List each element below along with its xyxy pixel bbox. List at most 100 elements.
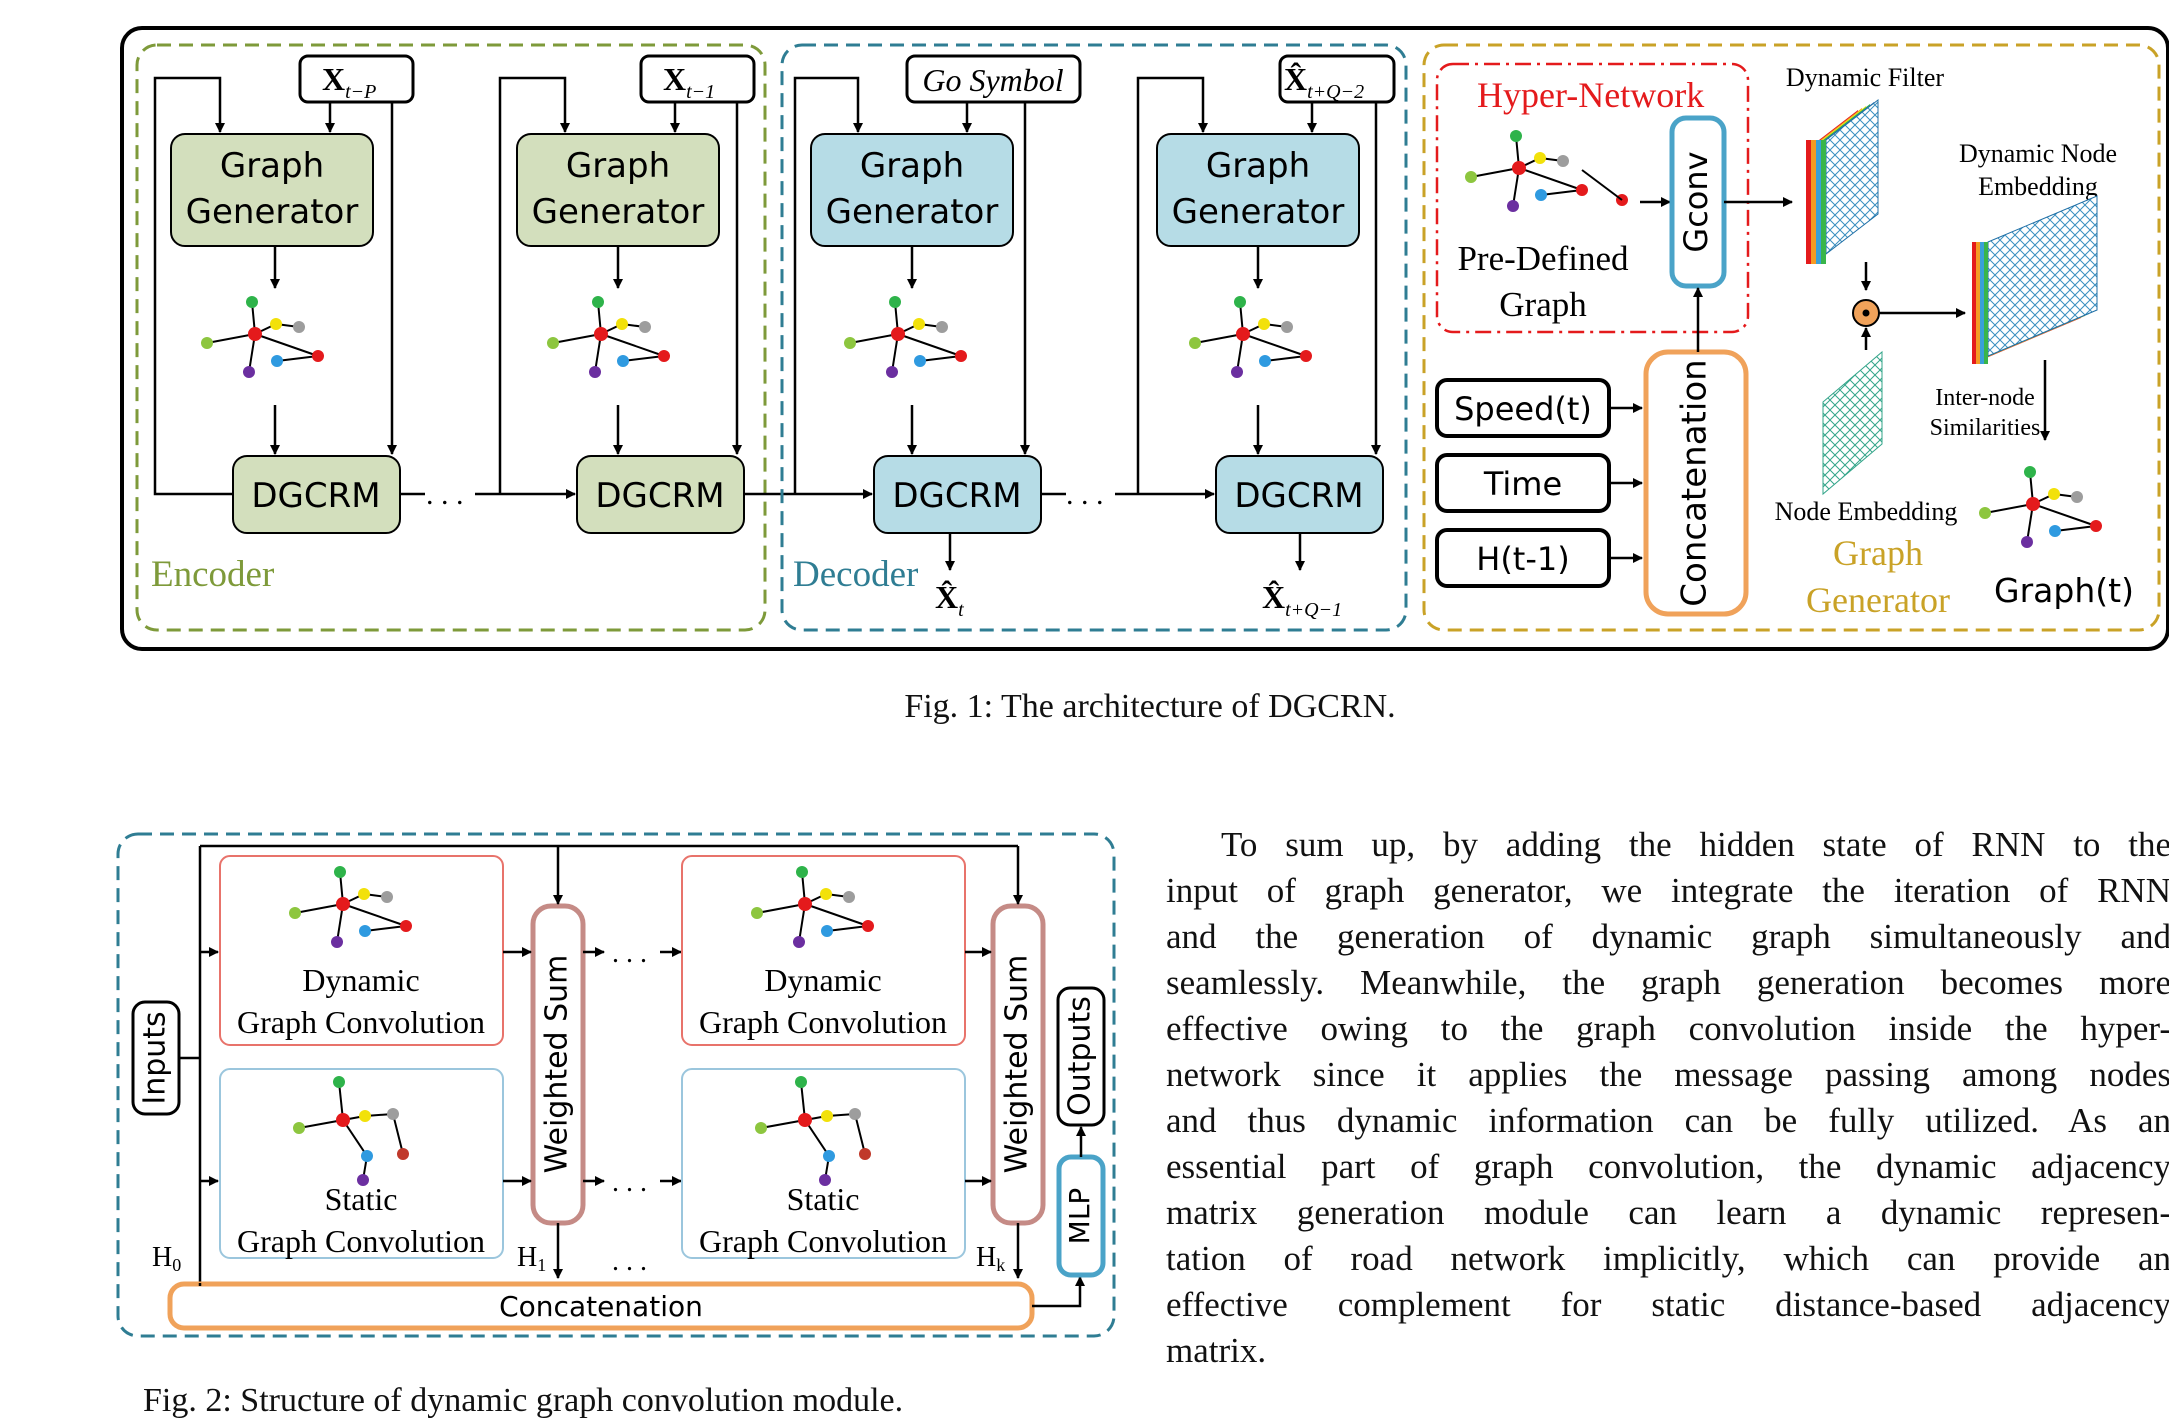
svg-text:H0: H0 (152, 1242, 181, 1275)
svg-text:Graph: Graph (1206, 146, 1310, 186)
static-graph-icon (754, 1075, 872, 1187)
svg-text:Dynamic Filter: Dynamic Filter (1786, 63, 1944, 92)
svg-text:Graph Convolution: Graph Convolution (699, 1004, 947, 1040)
svg-text:Dynamic: Dynamic (764, 962, 881, 998)
svg-text:X̂t: X̂t (935, 579, 964, 621)
dynamic-node-embedding-stack (1972, 195, 2098, 364)
svg-text:Generator: Generator (186, 192, 359, 232)
paragraph-line: matrix generation module can learn a dyn… (1166, 1193, 2169, 1232)
svg-text:Gconv: Gconv (1677, 151, 1715, 252)
svg-text:. . .: . . . (426, 478, 464, 511)
concatenation-block (1643, 349, 1749, 617)
figure-1-architecture: Encoder Xt−P Xt−1 Graph Generator DGCRM … (120, 26, 2169, 651)
static-graph-icon (292, 1075, 410, 1187)
svg-text:Generator: Generator (826, 192, 999, 232)
generated-graph-icon (200, 295, 325, 379)
graph-generator-enc-1 (170, 133, 374, 247)
svg-text:Concatenation: Concatenation (1675, 359, 1715, 606)
svg-text:Similarities: Similarities (1930, 415, 2041, 441)
svg-text:Go Symbol: Go Symbol (922, 62, 1063, 98)
dynamic-graph-convolution-1 (219, 855, 504, 1046)
svg-text:Dynamic: Dynamic (302, 962, 419, 998)
svg-text:Weighted Sum: Weighted Sum (540, 955, 575, 1174)
svg-text:H(t-1): H(t-1) (1476, 540, 1569, 578)
svg-text:DGCRM: DGCRM (1234, 476, 1363, 516)
svg-text:Embedding: Embedding (1978, 172, 2098, 201)
paragraph-line: To sum up, by adding the hidden state of… (1221, 825, 2169, 864)
paragraph-line: matrix. (1166, 1331, 1267, 1370)
svg-text:DGCRM: DGCRM (595, 476, 724, 516)
paragraph-line: seamlessly. Meanwhile, the graph generat… (1166, 963, 2169, 1002)
outer-frame (120, 26, 2169, 651)
mlp-block (1056, 1154, 1106, 1278)
svg-text:Time: Time (1483, 465, 1562, 503)
svg-text:Graph Convolution: Graph Convolution (699, 1223, 947, 1259)
paragraph-line: essential part of graph convolution, the… (1166, 1147, 2169, 1186)
svg-text:Inter-node: Inter-node (1935, 385, 2034, 411)
hyper-network-box (1435, 62, 1750, 334)
svg-text:DGCRM: DGCRM (892, 476, 1021, 516)
svg-text:Outputs: Outputs (1063, 996, 1098, 1116)
dynamic-graph-icon (288, 865, 413, 949)
static-graph-convolution-1 (219, 1068, 504, 1259)
predefined-graph-icon (1464, 129, 1589, 213)
figure-2-frame (116, 832, 1116, 1338)
svg-text:Hk: Hk (976, 1242, 1005, 1275)
svg-text:Weighted Sum: Weighted Sum (1000, 955, 1035, 1174)
svg-text:Concatenation: Concatenation (499, 1290, 703, 1323)
body-paragraph: To sum up, by adding the hidden state of… (1166, 822, 2169, 1374)
weighted-sum-2 (990, 903, 1046, 1226)
svg-text:DGCRM: DGCRM (251, 476, 380, 516)
paragraph-line: effective owing to the graph convolution… (1166, 1009, 2169, 1048)
svg-text:Xt−1: Xt−1 (663, 61, 715, 103)
svg-text:Speed(t): Speed(t) (1454, 390, 1592, 428)
svg-text:. . .: . . . (612, 938, 647, 969)
input-x-t-minus-1 (639, 54, 756, 104)
go-symbol-input (905, 54, 1082, 104)
svg-text:Generator: Generator (1172, 192, 1345, 232)
svg-text:Graph: Graph (860, 146, 964, 186)
generated-graph-icon (546, 295, 671, 379)
svg-text:MLP: MLP (1063, 1188, 1096, 1245)
node-embedding (1822, 350, 1883, 496)
paragraph-line: and the generation of dynamic graph simu… (1166, 917, 2169, 956)
outputs-block (1056, 986, 1106, 1127)
dynamic-graph-icon (750, 865, 875, 949)
figure-1-caption: Fig. 1: The architecture of DGCRN. (904, 688, 1396, 725)
svg-text:Graph: Graph (1499, 285, 1587, 324)
svg-text:Graph Convolution: Graph Convolution (237, 1004, 485, 1040)
figure-2-caption: Fig. 2: Structure of dynamic graph convo… (143, 1382, 904, 1419)
encoder-label: Encoder (151, 554, 274, 595)
svg-text:Inputs: Inputs (138, 1011, 173, 1104)
encoder-panel: Encoder Xt−P Xt−1 Graph Generator DGCRM … (135, 43, 873, 632)
input-x-t-minus-p (298, 54, 415, 104)
svg-text:. . .: . . . (612, 1167, 647, 1198)
svg-text:. . .: . . . (612, 1246, 647, 1277)
svg-text:Graph(t): Graph(t) (1994, 571, 2134, 610)
paragraph-line: tation of road network implicitly, which… (1166, 1239, 2169, 1278)
concatenation-bar (167, 1281, 1035, 1331)
output-graph-icon (1978, 465, 2103, 549)
svg-text:Graph: Graph (220, 146, 324, 186)
svg-text:Generator: Generator (532, 192, 705, 232)
svg-text:. . .: . . . (1066, 478, 1104, 511)
svg-text:Static: Static (787, 1181, 860, 1217)
svg-text:H1: H1 (517, 1242, 546, 1275)
svg-text:X̂t+Q−1: X̂t+Q−1 (1262, 579, 1342, 621)
dynamic-filter-stack (1806, 98, 1879, 264)
paragraph-line: network since it applies the message pas… (1166, 1055, 2169, 1094)
decoder-panel: Decoder Go Symbol X̂t+Q−2 Graph Generato… (780, 43, 1408, 632)
svg-text:Dynamic Node: Dynamic Node (1959, 139, 2117, 168)
svg-text:Graph: Graph (566, 146, 670, 186)
static-graph-convolution-2 (681, 1068, 966, 1259)
generated-graph-icon (1188, 295, 1313, 379)
svg-text:Node Embedding: Node Embedding (1775, 497, 1958, 526)
svg-text:Hyper-Network: Hyper-Network (1477, 75, 1704, 115)
svg-text:Graph Convolution: Graph Convolution (237, 1223, 485, 1259)
svg-text:Pre-Defined: Pre-Defined (1457, 239, 1629, 278)
weighted-sum-1 (530, 903, 586, 1226)
input-xhat-t-q-2 (1278, 54, 1396, 104)
decoder-label: Decoder (793, 554, 918, 595)
graph-generator-panel: Hyper-Network Pre-Defined Graph Gconv Dy… (1422, 43, 2161, 632)
paragraph-line: and thus dynamic information can be full… (1166, 1101, 2169, 1140)
